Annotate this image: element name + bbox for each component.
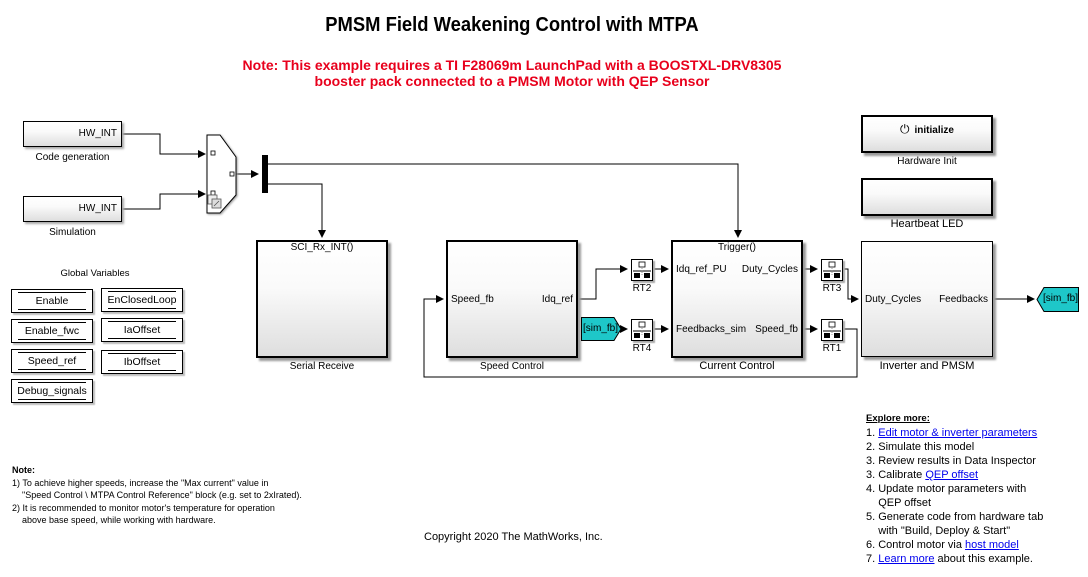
explore-item-2: 2. Simulate this model	[866, 441, 975, 453]
wire-rt3-to-inverter	[843, 268, 859, 303]
heartbeat-led-caption: Heartbeat LED	[890, 218, 964, 230]
notes-annotation: Note: 1) To achieve higher speeds, incre…	[12, 464, 302, 527]
inverter-out-port: Feedbacks	[939, 294, 988, 305]
notes-line-3: 2) It is recommended to monitor motor's …	[12, 502, 275, 513]
speed-control-caption: Speed Control	[480, 361, 544, 372]
rate-transition-icon	[633, 321, 651, 338]
rate-transition-rt4[interactable]	[631, 319, 653, 341]
simulation-caption: Simulation	[49, 227, 96, 238]
global-variables-title: Global Variables	[60, 268, 130, 279]
explore-item-8: 7. Learn more about this example.	[866, 552, 1043, 566]
global-var-enable-fwc[interactable]: Enable_fwc	[11, 319, 93, 343]
copyright-text: Copyright 2020 The MathWorks, Inc.	[424, 531, 603, 543]
heartbeat-led-block[interactable]	[861, 178, 993, 216]
notes-line-1: 1) To achieve higher speeds, increase th…	[12, 477, 269, 488]
variant-icon	[207, 194, 222, 209]
wire-mux-to-trigger	[268, 163, 742, 238]
requirement-line-2: booster pack connected to a PMSM Motor w…	[314, 73, 710, 89]
inverter-in-port: Duty_Cycles	[865, 294, 922, 305]
mux-block[interactable]	[262, 155, 268, 193]
inverter-pmsm-block[interactable]: Duty_Cycles Feedbacks	[861, 241, 993, 357]
current-control-out1-port: Duty_Cycles	[741, 264, 798, 275]
explore-item-4: 3. Calibrate QEP offset	[866, 468, 1043, 482]
current-control-trigger-port: Trigger()	[718, 242, 756, 253]
rate-transition-icon	[823, 261, 841, 278]
current-control-in2-port: Feedbacks_sim	[676, 324, 747, 335]
global-var-iboffset[interactable]: IbOffset	[101, 350, 183, 374]
wire-idqref-to-rt2	[577, 265, 628, 300]
current-control-block[interactable]: Trigger() Idq_ref_PU Feedbacks_sim Duty_…	[671, 240, 803, 358]
hardware-init-caption: Hardware Init	[897, 156, 957, 167]
notes-heading: Note:	[12, 465, 35, 475]
notes-line-4: above base speed, while working with har…	[12, 515, 216, 525]
qep-offset-link[interactable]: QEP offset	[925, 469, 979, 481]
code-generation-caption: Code generation	[35, 152, 110, 163]
explore-more-panel: Explore more: 1. Edit motor & inverter p…	[866, 412, 1043, 566]
rt2-label: RT2	[632, 283, 652, 294]
wire-rt1-feedback	[423, 295, 858, 378]
speed-control-in-port: Speed_fb	[451, 294, 494, 305]
serial-receive-block[interactable]: SCI_Rx_INT()	[256, 240, 388, 358]
global-var-debug-signals[interactable]: Debug_signals	[11, 379, 93, 403]
rate-transition-icon	[823, 321, 841, 338]
from-tag-sim-fb[interactable]	[581, 317, 623, 342]
goto-tag-sim-fb[interactable]	[1036, 287, 1080, 313]
explore-heading: Explore more:	[866, 413, 930, 424]
sci-trigger-port: SCI_Rx_INT()	[290, 242, 354, 253]
variant-source-switch[interactable]	[204, 133, 240, 217]
power-icon: ⏻	[900, 122, 910, 136]
explore-item-5: 4. Update motor parameters with	[866, 483, 1027, 495]
goto-tag-label: [sim_fb]	[1043, 293, 1079, 304]
rt1-label: RT1	[822, 343, 842, 354]
notes-line-2: "Speed Control \ MTPA Control Reference"…	[12, 490, 302, 500]
initialize-label: initialize	[914, 125, 954, 136]
model-title: PMSM Field Weakening Control with MTPA	[325, 14, 699, 36]
wire-mux-to-sci	[268, 183, 326, 238]
rate-transition-rt3[interactable]	[821, 259, 843, 281]
global-var-speed-ref[interactable]: Speed_ref	[11, 349, 93, 373]
explore-item-prefix: 7.	[866, 553, 879, 565]
global-var-enable[interactable]: Enable	[11, 289, 93, 313]
explore-item-5-cont: QEP offset	[866, 497, 932, 509]
hardware-init-block[interactable]: ⏻ initialize	[861, 115, 993, 153]
explore-item-prefix: 3. Calibrate	[866, 469, 926, 481]
speed-control-block[interactable]: Speed_fb Idq_ref	[446, 240, 578, 358]
current-control-in1-port: Idq_ref_PU	[676, 264, 727, 275]
from-tag-label: [sim_fb]	[583, 323, 619, 334]
wire-codegen-to-switch	[122, 133, 206, 158]
learn-more-link[interactable]: Learn more	[878, 553, 935, 565]
rt3-label: RT3	[822, 283, 842, 294]
rt4-label: RT4	[632, 343, 652, 354]
rate-transition-rt1[interactable]	[821, 319, 843, 341]
explore-item-prefix: 1.	[866, 427, 879, 439]
simulation-block[interactable]: HW_INT	[23, 196, 122, 222]
host-model-link[interactable]: host model	[965, 539, 1019, 551]
serial-receive-caption: Serial Receive	[289, 361, 355, 372]
code-generation-port: HW_INT	[78, 128, 117, 139]
explore-item-6-cont: with "Build, Deploy & Start"	[866, 525, 1011, 537]
wire-sim-to-switch	[122, 190, 206, 210]
explore-item-1: 1. Edit motor & inverter parameters	[866, 426, 1043, 440]
explore-item-7: 6. Control motor via host model	[866, 538, 1043, 552]
explore-item-prefix: 6. Control motor via	[866, 539, 966, 551]
edit-motor-parameters-link[interactable]: Edit motor & inverter parameters	[878, 427, 1038, 439]
rate-transition-rt2[interactable]	[631, 259, 653, 281]
explore-item-6: 5. Generate code from hardware tab	[866, 511, 1044, 523]
requirement-line-1: Note: This example requires a TI F28069m…	[242, 57, 782, 73]
current-control-out2-port: Speed_fb	[755, 324, 798, 335]
explore-item-3: 3. Review results in Data Inspector	[866, 455, 1036, 467]
speed-control-out-port: Idq_ref	[541, 294, 573, 305]
global-var-enclosedloop[interactable]: EnClosedLoop	[101, 288, 183, 312]
code-generation-block[interactable]: HW_INT	[23, 121, 122, 147]
inverter-pmsm-caption: Inverter and PMSM	[879, 360, 975, 372]
rate-transition-icon	[633, 261, 651, 278]
global-var-iaoffset[interactable]: IaOffset	[101, 318, 183, 342]
simulation-port: HW_INT	[78, 203, 117, 214]
explore-item-suffix: about this example.	[934, 553, 1033, 565]
hardware-requirement-note: Note: This example requires a TI F28069m…	[0, 57, 1024, 89]
current-control-caption: Current Control	[699, 360, 775, 372]
